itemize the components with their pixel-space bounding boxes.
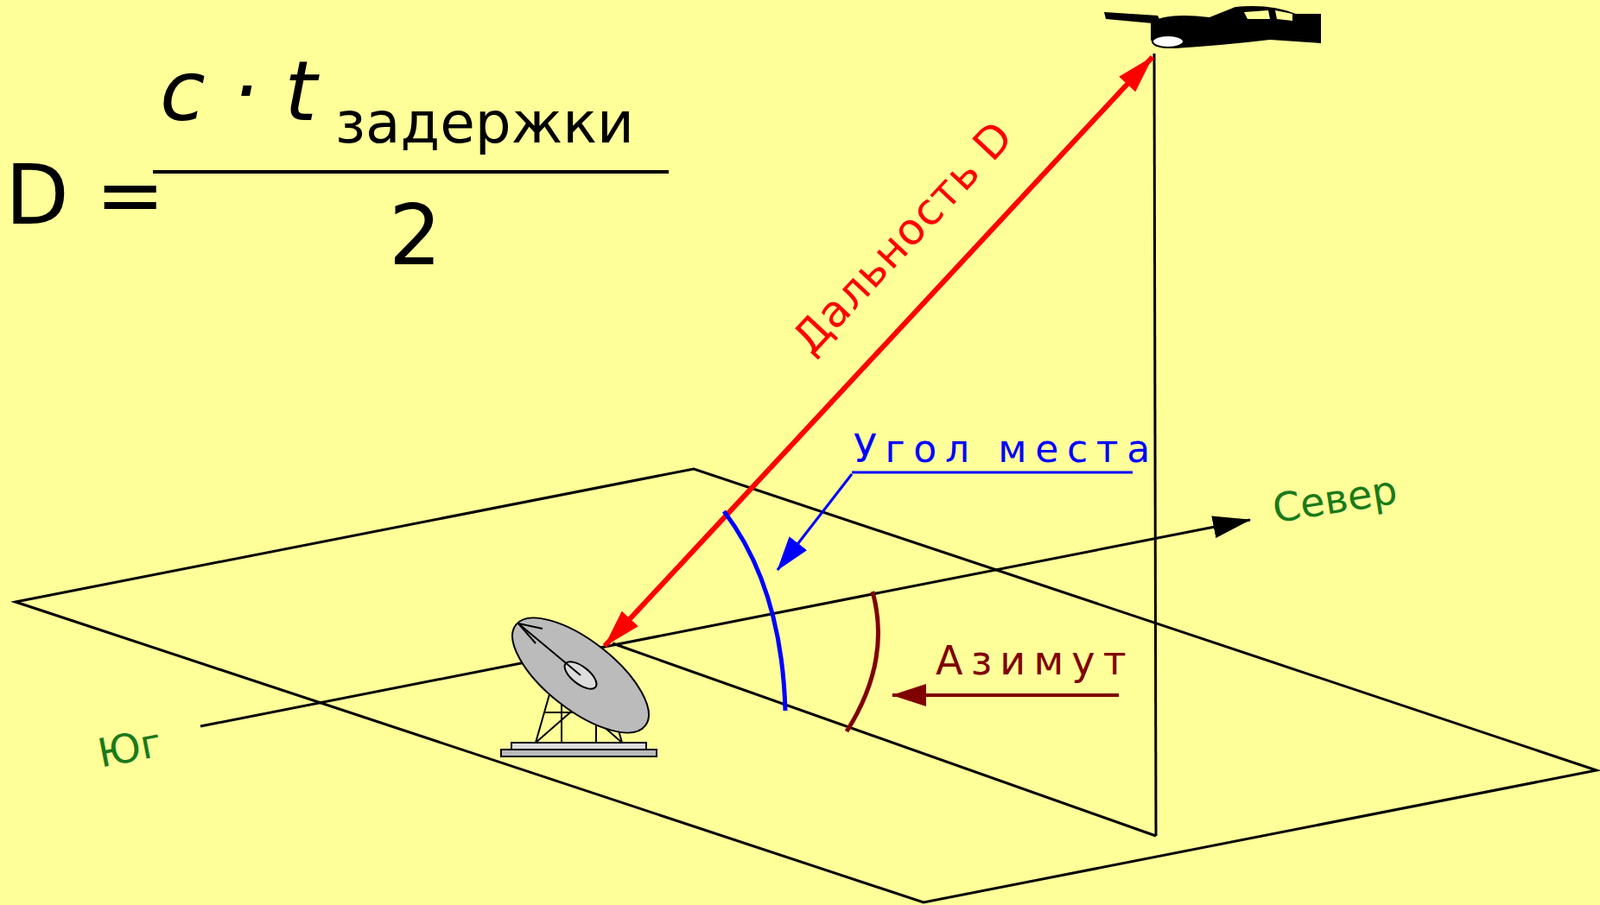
elevation-label: Угол места bbox=[853, 430, 1159, 469]
range-label: Дальность D bbox=[785, 113, 1021, 362]
elevation-leader bbox=[777, 474, 852, 571]
formula-lhs: D = bbox=[5, 153, 166, 237]
fraction-bar bbox=[152, 170, 669, 174]
formula-subscript: задержки bbox=[335, 95, 635, 153]
azimuth-label: Азимут bbox=[935, 641, 1135, 681]
north-label: Север bbox=[1269, 469, 1400, 529]
formula-denominator: 2 bbox=[388, 194, 442, 278]
elevation-arc bbox=[723, 511, 786, 712]
elevation-underline bbox=[851, 471, 1133, 475]
aircraft bbox=[1104, 6, 1321, 49]
ground-plane bbox=[15, 469, 1597, 903]
range-line bbox=[604, 57, 1153, 647]
south-label: Юг bbox=[94, 722, 165, 774]
formula-numerator: c · t bbox=[159, 50, 318, 134]
north-south-axis bbox=[200, 520, 1251, 727]
azimuth-leader bbox=[892, 693, 1119, 698]
radar-antenna bbox=[495, 597, 667, 757]
azimuth-arc bbox=[846, 591, 879, 732]
